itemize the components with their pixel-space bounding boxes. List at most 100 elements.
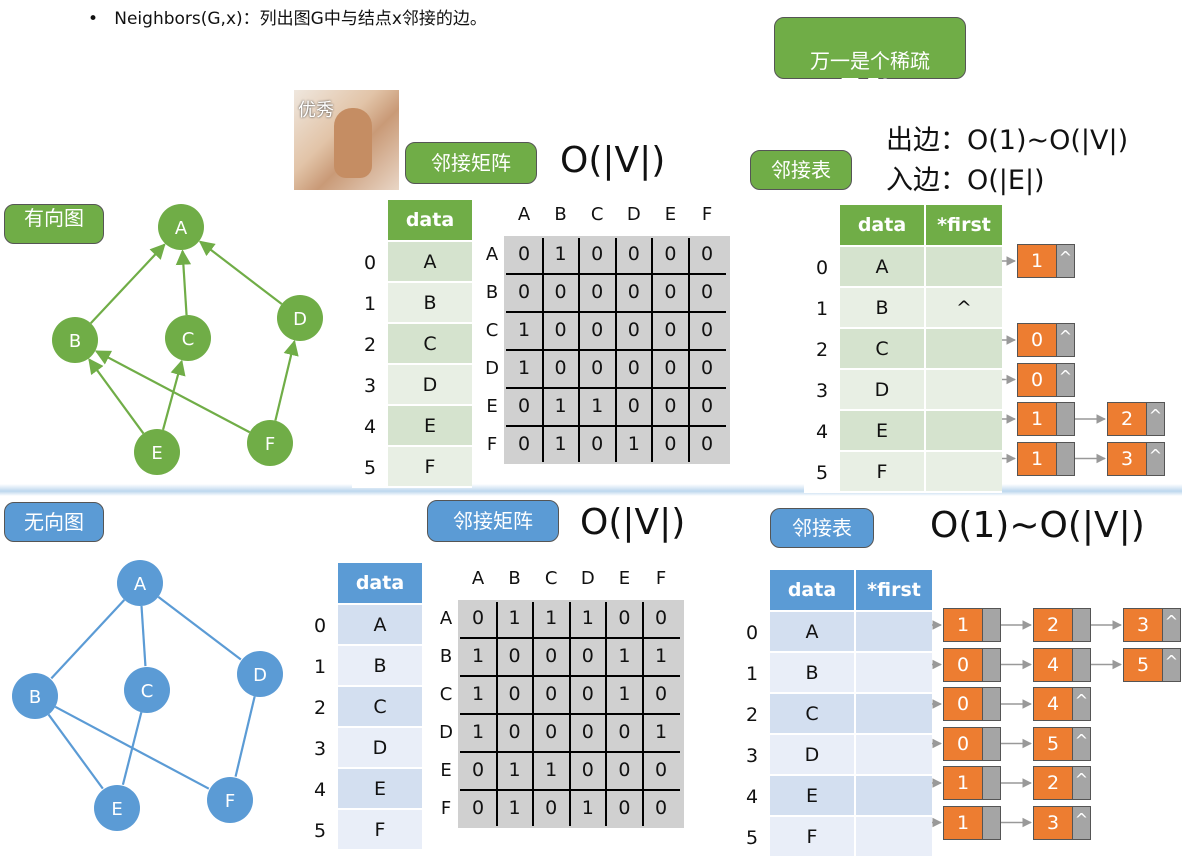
list-node: 5^ — [1033, 726, 1091, 761]
list-node-pointer: ^ — [1073, 726, 1091, 761]
matrix-cell: 1 — [618, 683, 631, 705]
matrix-cell: 0 — [664, 281, 677, 303]
row-index: 1 — [734, 653, 770, 694]
photo-label: 优秀 — [298, 100, 334, 121]
matrix-cell: 0 — [654, 683, 668, 705]
matrix-vline — [605, 602, 608, 826]
list-node-value: 0 — [943, 726, 983, 761]
list-node-value: 1 — [943, 608, 983, 642]
matrix-hline — [506, 349, 726, 351]
list-node-value: 3 — [1107, 441, 1147, 476]
undirected-node-C — [124, 667, 170, 713]
vertex-cell: F — [388, 447, 472, 488]
list-node-value: 1 — [1017, 441, 1057, 476]
list-node-value: 1 — [1017, 402, 1057, 436]
list-top-label: 邻接表 — [771, 158, 831, 182]
matrix-cell: 1 — [471, 683, 485, 705]
undirected-graph-bubble: 无向图 — [4, 502, 104, 542]
vertex-cell: C — [338, 687, 422, 728]
matrix-hline — [460, 789, 680, 791]
directed-graph-label: 有向图 — [24, 206, 84, 230]
header-text: Neighbors(G,x)：列出图G中与结点x邻接的边。 — [114, 9, 487, 29]
matrix-cell: 1 — [554, 243, 567, 265]
matrix-row-header: A — [485, 244, 499, 265]
list-node-value: 0 — [943, 647, 983, 682]
matrix-cell: 0 — [627, 243, 640, 265]
list-node-value: 4 — [1033, 687, 1073, 721]
first-pointer-cell — [854, 653, 932, 694]
matrix-cell: 1 — [554, 433, 567, 455]
matrix-col-header: D — [626, 204, 641, 225]
matrix-cell: 0 — [618, 721, 631, 743]
directed-node-A — [158, 204, 204, 250]
matrix-cell: 0 — [664, 357, 677, 379]
list-node-pointer: ^ — [1163, 608, 1181, 642]
list-node-value: 1 — [943, 805, 983, 840]
list-node: 0^ — [1017, 323, 1075, 357]
matrix-row-header: C — [485, 320, 499, 341]
matrix-cell: 1 — [545, 607, 558, 629]
matrix-bottom-complexity: O(|V|) — [580, 502, 686, 543]
header-line: • Neighbors(G,x)：列出图G中与结点x邻接的边。 — [88, 4, 487, 29]
list-node-pointer: ^ — [1147, 441, 1165, 476]
matrix-cell: 0 — [545, 721, 558, 743]
list-node: 1 — [943, 766, 1001, 800]
undirected-edges — [47, 596, 256, 790]
vertex-cell: B — [770, 653, 854, 694]
matrix-hline — [506, 387, 726, 389]
first-pointer-cell — [924, 452, 1002, 493]
matrix-cell: 0 — [591, 357, 604, 379]
row-index: 0 — [302, 605, 338, 646]
row-index: 0 — [804, 247, 840, 288]
vertex-cell: D — [338, 728, 422, 769]
matrix-row-header: F — [486, 434, 498, 455]
matrix-cell: 1 — [471, 645, 485, 667]
matrix-cell: 0 — [700, 357, 714, 379]
meme-photo: 优秀 — [294, 90, 399, 190]
list-node-pointer: ^ — [1073, 687, 1091, 721]
directed-edge-DA — [198, 240, 283, 305]
undirected-node-label-B: B — [29, 687, 41, 708]
vertex-cell: F — [840, 452, 924, 493]
matrix-cell: 0 — [618, 607, 631, 629]
list-node: 0^ — [1017, 362, 1075, 397]
bullet: • — [88, 9, 99, 29]
matrix-cell: 0 — [581, 721, 594, 743]
undirected-edge-AC — [140, 605, 147, 667]
list-node-pointer — [983, 687, 1001, 721]
matrix-cell: 1 — [654, 721, 668, 743]
matrix-top-complexity: O(|V|) — [560, 140, 666, 181]
list-node-value: 2 — [1107, 402, 1147, 436]
matrix-cell: 0 — [700, 395, 714, 417]
undirected-node-F — [207, 777, 253, 823]
first-pointer-cell — [924, 411, 1002, 452]
vertex-cell: A — [840, 247, 924, 288]
matrix-cell: 0 — [471, 607, 485, 629]
directed-node-F — [247, 420, 293, 466]
data-header: data — [770, 570, 854, 612]
matrix-col-header: C — [544, 568, 558, 589]
list-node: 1 — [943, 608, 1001, 642]
sparse-graph-text: 万一是个稀疏 图呢？ — [810, 49, 930, 99]
vertex-cell: D — [388, 365, 472, 406]
list-node-value: 2 — [1033, 766, 1073, 800]
matrix-cell: 0 — [545, 797, 558, 819]
list-node-value: 0 — [1017, 362, 1057, 397]
matrix-row-header: D — [439, 722, 453, 743]
directed-edge-BA — [89, 243, 166, 324]
matrix-cell: 0 — [700, 281, 714, 303]
undirected-edge-AB — [50, 599, 126, 680]
row-index: 1 — [352, 283, 388, 324]
vertex-cell: F — [770, 817, 854, 858]
undirected-node-label-F: F — [225, 791, 235, 812]
matrix-cell: 1 — [581, 607, 594, 629]
out-edge-complexity: 出边：O(1)~O(|V|) — [886, 125, 1129, 156]
matrix-cell: 0 — [581, 759, 594, 781]
row-index: 3 — [352, 365, 388, 406]
row-index: 1 — [804, 288, 840, 329]
list-node-pointer: ^ — [1073, 805, 1091, 840]
list-node: 0 — [943, 726, 1001, 761]
list-node-pointer — [983, 766, 1001, 800]
